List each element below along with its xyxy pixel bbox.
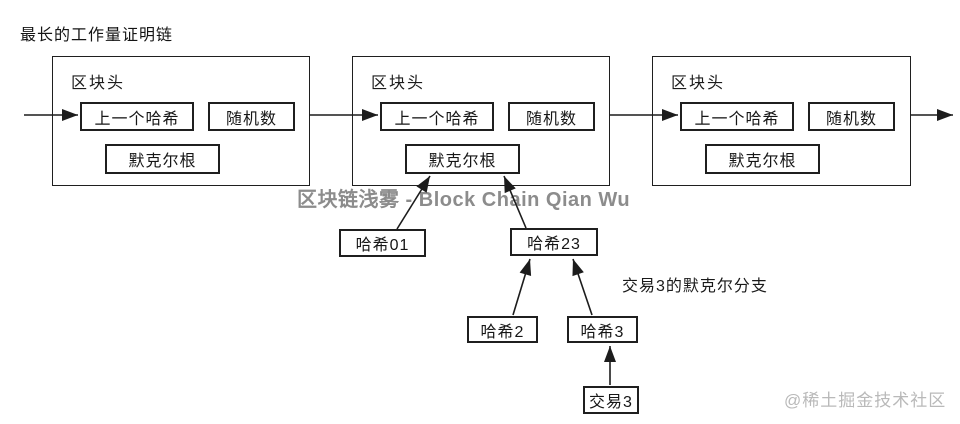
- nonce-box: 随机数: [508, 102, 595, 131]
- hash3-box: 哈希3: [567, 316, 638, 343]
- merkle-branch-caption: 交易3的默克尔分支: [622, 278, 768, 295]
- block-header-2: 区块头 上一个哈希 随机数 默克尔根: [352, 56, 610, 186]
- prev-hash-box: 上一个哈希: [380, 102, 494, 131]
- hash01-box: 哈希01: [339, 229, 426, 257]
- block-header-label: 区块头: [71, 75, 126, 92]
- merkle-root-box: 默克尔根: [705, 144, 820, 174]
- block-header-1: 区块头 上一个哈希 随机数 默克尔根: [52, 56, 310, 186]
- nonce-box: 随机数: [208, 102, 295, 131]
- hash23-box: 哈希23: [510, 228, 598, 256]
- arrow-hash2-to-hash23: [512, 258, 532, 316]
- prev-hash-box: 上一个哈希: [80, 102, 194, 131]
- block-header-label: 区块头: [671, 75, 726, 92]
- hash2-box: 哈希2: [467, 316, 538, 343]
- tx3-box: 交易3: [583, 386, 639, 414]
- block-header-3: 区块头 上一个哈希 随机数 默克尔根: [652, 56, 911, 186]
- merkle-root-box: 默克尔根: [105, 144, 220, 174]
- corner-watermark: @稀土掘金技术社区: [784, 391, 947, 410]
- nonce-box: 随机数: [808, 102, 895, 131]
- prev-hash-box: 上一个哈希: [680, 102, 794, 131]
- arrow-hash3-to-hash23: [572, 258, 593, 316]
- block-header-label: 区块头: [371, 75, 426, 92]
- diagram-title: 最长的工作量证明链: [20, 27, 174, 44]
- center-watermark: 区块链浅雾 - Block Chain Qian Wu: [297, 189, 631, 211]
- merkle-root-box: 默克尔根: [405, 144, 520, 174]
